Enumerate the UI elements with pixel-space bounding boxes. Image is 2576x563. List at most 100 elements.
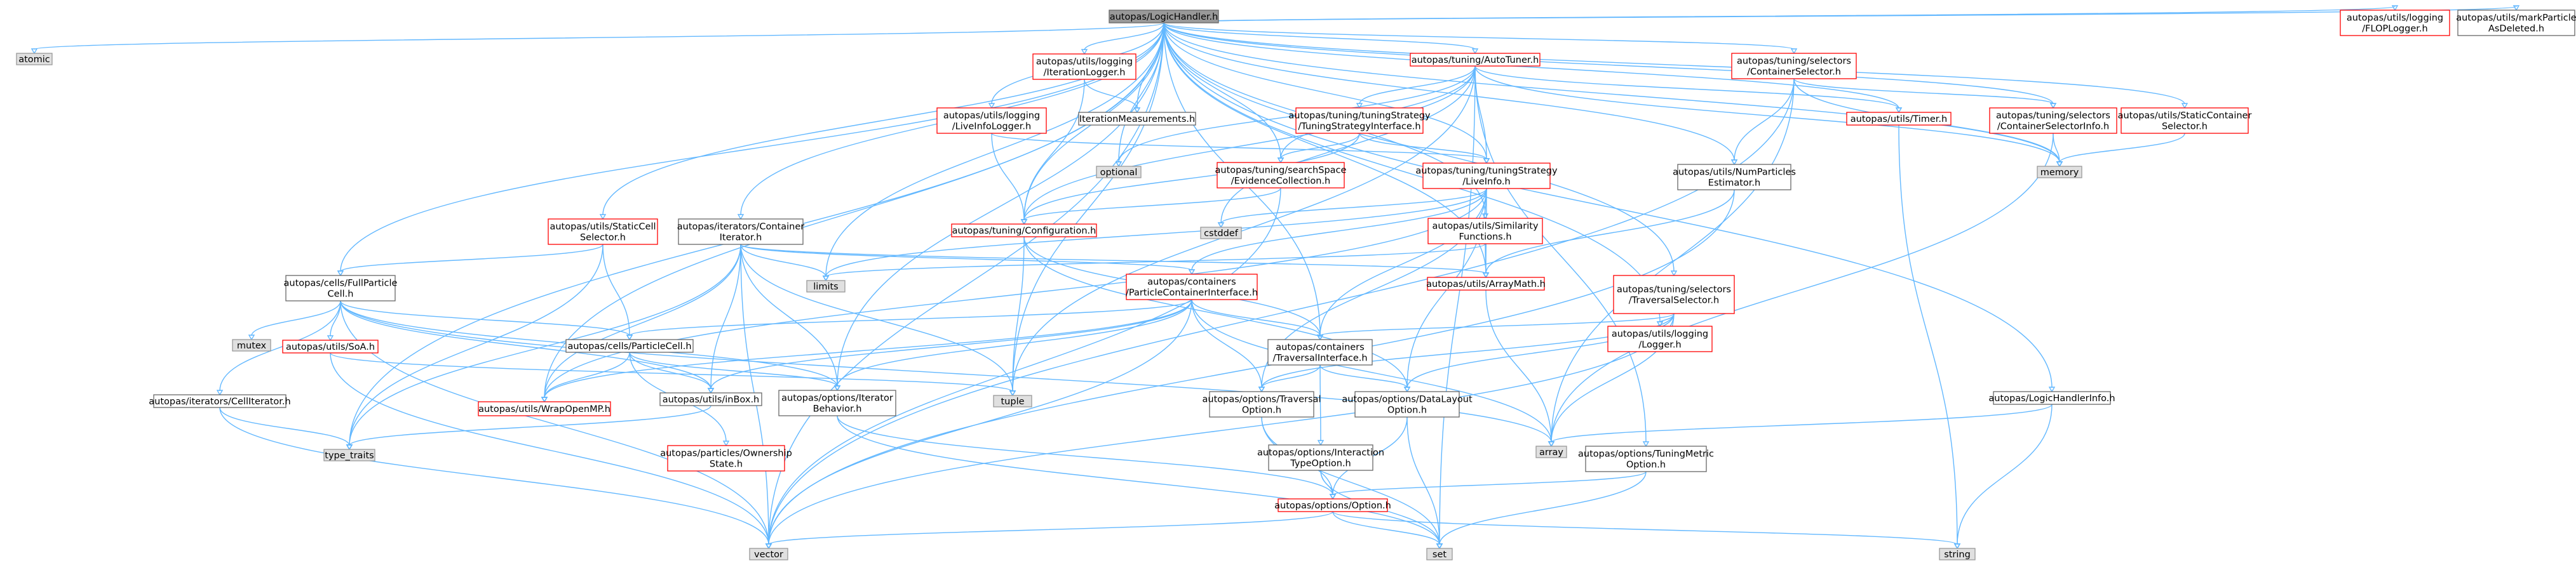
include-edge-iterationlogger-to-iterationmeasurements [1084, 79, 1138, 109]
node-autotuner[interactable]: autopas/tuning/AutoTuner.h [1410, 53, 1541, 67]
edge [1436, 65, 1476, 550]
node-label: /IterationLogger.h [1044, 68, 1126, 78]
edge [602, 244, 633, 341]
include-edge-similarityfunctions-to-arraymath [1485, 243, 1487, 274]
edge [2056, 133, 2185, 168]
node-liveinfologger[interactable]: autopas/utils/logging/LiveInfoLogger.h [936, 107, 1047, 134]
node-evidencecollection[interactable]: autopas/tuning/searchSpace/EvidenceColle… [1215, 162, 1347, 189]
node-traversalinterface[interactable]: autopas/containers/TraversalInterface.h [1267, 339, 1373, 366]
edge-arrowhead [346, 444, 353, 451]
include-edge-root-to-timer [1163, 22, 1899, 109]
include-edge-root-to-optional [1118, 22, 1164, 163]
node-box [1939, 548, 1976, 560]
edge-arrowhead [541, 397, 548, 403]
node-iterationmeasurements[interactable]: IterationMeasurements.h [1078, 112, 1196, 126]
node-containerselector[interactable]: autopas/tuning/selectors/ContainerSelect… [1731, 53, 1857, 79]
edge [1261, 416, 1443, 550]
node-label: autopas/utils/logging [1612, 329, 1708, 340]
edge [1403, 313, 1675, 393]
edge-arrowhead [327, 335, 334, 341]
include-edge-pcinterface-to-array [1191, 299, 1552, 443]
include-edge-root-to-iteratorbehavior [837, 22, 1164, 387]
edge [765, 187, 1281, 550]
node-box [1278, 498, 1388, 512]
node-celliterator[interactable]: autopas/iterators/CellIterator.h [149, 394, 291, 408]
node-floplogger[interactable]: autopas/utils/logging/FLOPLogger.h [2340, 10, 2450, 36]
node-label: Iterator.h [720, 233, 762, 243]
node-iterationlogger[interactable]: autopas/utils/logging/IterationLogger.h [1032, 53, 1136, 80]
node-containerselectorinfo[interactable]: autopas/tuning/selectors/ContainerSelect… [1989, 107, 2117, 134]
include-edge-containeriterator-to-inbox [710, 244, 741, 390]
node-particlecell[interactable]: autopas/cells/ParticleCell.h [565, 339, 694, 353]
node-inbox[interactable]: autopas/utils/inBox.h [659, 392, 762, 406]
include-edge-containerselectorinfo-to-array [1551, 133, 2054, 443]
include-edge-pcinterface-to-iteratorbehavior [837, 299, 1192, 387]
node-layer: autopas/LogicHandler.hatomicvectortype_t… [16, 10, 2576, 560]
node-label: AsDeleted.h [2488, 24, 2544, 34]
node-box [1427, 218, 1543, 244]
include-edge-containeriterator-to-tuple [740, 244, 1013, 392]
node-label: autopas/utils/markParticle [2456, 13, 2576, 23]
node-optional: optional [1096, 166, 1142, 178]
node-tsinterface[interactable]: autopas/tuning/tuningStrategy/TuningStra… [1288, 107, 1431, 134]
node-wrapopenmp[interactable]: autopas/utils/WrapOpenMP.h [478, 401, 611, 416]
edge [1548, 404, 2053, 447]
include-edge-tsinterface-to-liveinfo [1359, 133, 1487, 160]
node-traversalselector[interactable]: autopas/tuning/selectors/TraversalSelect… [1613, 275, 1735, 314]
include-edge-containeriterator-to-arraymath [740, 244, 1487, 274]
edge-arrowhead [765, 543, 772, 550]
node-root[interactable]: autopas/LogicHandler.h [1109, 10, 1219, 23]
node-box [1993, 391, 2111, 405]
include-edge-root-to-wrapopenmp [544, 22, 1164, 399]
include-edge-root-to-atomic [34, 22, 1164, 50]
node-logichandlerinfo[interactable]: autopas/LogicHandlerInfo.h [1988, 391, 2115, 405]
include-edge-containeriterator-to-limits [740, 244, 826, 277]
include-edge-root-to-iterationlogger [1084, 22, 1164, 51]
edge [1163, 22, 1479, 55]
include-edge-similarityfunctions-to-limits [825, 243, 1486, 277]
edge-arrowhead [722, 440, 730, 447]
edge-arrowhead [1329, 494, 1337, 500]
edge [1316, 313, 1675, 341]
node-timer[interactable]: autopas/utils/Timer.h [1846, 112, 1952, 126]
edge [1329, 471, 1647, 500]
node-box [659, 392, 762, 406]
node-box [1422, 162, 1551, 189]
node-option[interactable]: autopas/options/Option.h [1274, 498, 1391, 512]
node-logger[interactable]: autopas/utils/logging/Logger.h [1607, 326, 1713, 352]
include-edge-pcinterface-to-traversalinterface [1191, 299, 1321, 336]
node-box [951, 223, 1097, 237]
edge-arrowhead [1656, 321, 1664, 328]
node-arraymath[interactable]: autopas/utils/ArrayMath.h [1426, 277, 1546, 291]
node-label: autopas/utils/inBox.h [663, 395, 760, 405]
node-box [232, 339, 271, 352]
include-edge-containerselectorinfo-to-memory [2053, 133, 2060, 163]
node-configuration[interactable]: autopas/tuning/Configuration.h [951, 223, 1097, 237]
edge-arrowhead [1277, 157, 1285, 164]
include-edge-containeriterator-to-iteratorbehavior [740, 244, 838, 387]
node-label: IterationMeasurements.h [1079, 114, 1195, 124]
node-pcinterface[interactable]: autopas/containers/ParticleContainerInte… [1126, 274, 1258, 300]
node-label: Estimator.h [1708, 178, 1760, 189]
include-edge-evidencecollection-to-vector [768, 187, 1281, 545]
edge-arrowhead [2512, 5, 2520, 11]
node-liveinfo[interactable]: autopas/tuning/tuningStrategy/LiveInfo.h [1415, 162, 1558, 189]
include-edge-containeriterator-to-pcinterface [740, 244, 1192, 271]
node-soa[interactable]: autopas/utils/SoA.h [282, 340, 379, 354]
node-box [1096, 166, 1142, 178]
include-edge-liveinfo-to-pcinterface [1191, 188, 1487, 271]
edge [1191, 299, 1324, 341]
